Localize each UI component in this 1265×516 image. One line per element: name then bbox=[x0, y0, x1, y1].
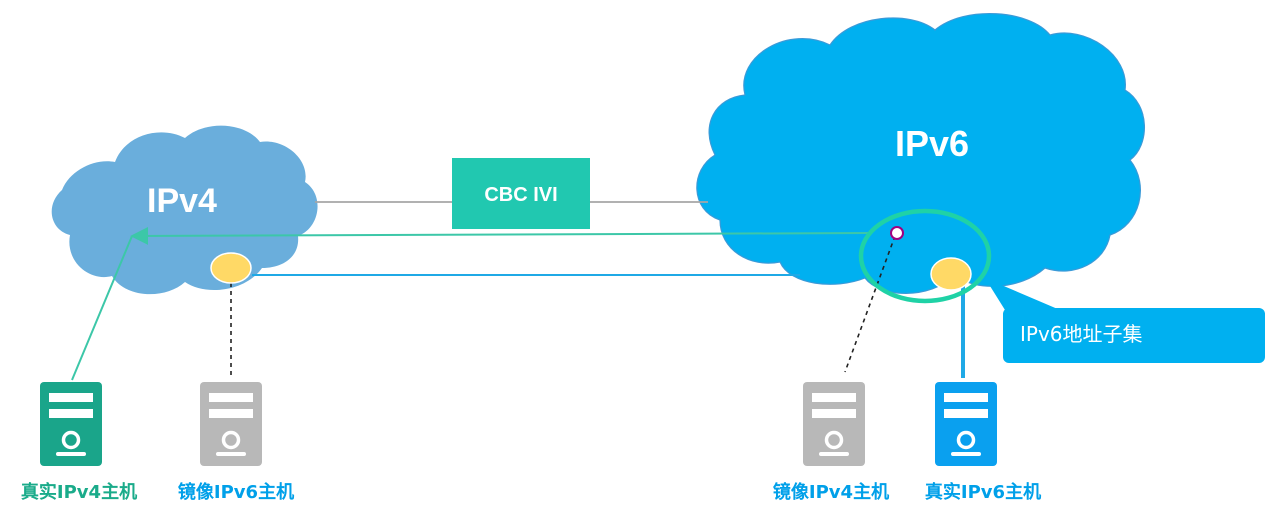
gateway-label: CBC IVI bbox=[484, 184, 557, 206]
ipv6-cloud-label: IPv6 bbox=[895, 123, 969, 164]
real-ipv4-server-icon bbox=[40, 382, 102, 466]
mirror-ipv6-host-label: 镜像IPv6主机 bbox=[178, 481, 294, 503]
ipv6-cloud: IPv6 bbox=[696, 13, 1145, 294]
mirror-ipv4-dashed-link bbox=[844, 235, 896, 373]
cbc-ivi-gateway: CBC IVI bbox=[452, 158, 590, 229]
real-ipv6-host-label: 真实IPv6主机 bbox=[925, 481, 1041, 503]
mirror-ipv4-server-icon bbox=[803, 382, 865, 466]
subset-callout-label: IPv6地址子集 bbox=[1020, 322, 1143, 346]
real-ipv4-host-label: 真实IPv4主机 bbox=[21, 481, 137, 503]
ipv4-address-dot bbox=[210, 252, 252, 284]
subset-callout-box bbox=[1003, 308, 1265, 363]
gateway-box bbox=[452, 158, 590, 229]
ipv4-cloud: IPv4 bbox=[51, 125, 318, 295]
mirror-address-marker bbox=[890, 226, 904, 240]
real-ipv4-uplink bbox=[71, 235, 133, 381]
ipv6-subset-ellipse bbox=[858, 208, 992, 304]
mirror-ipv6-server-icon bbox=[200, 382, 262, 466]
green-return-link bbox=[130, 226, 871, 245]
mirror-ipv4-host-label: 镜像IPv4主机 bbox=[773, 481, 889, 503]
ipv4-cloud-label: IPv4 bbox=[147, 182, 217, 220]
ipv6-address-dot bbox=[930, 257, 972, 291]
real-ipv6-server-icon bbox=[935, 382, 997, 466]
